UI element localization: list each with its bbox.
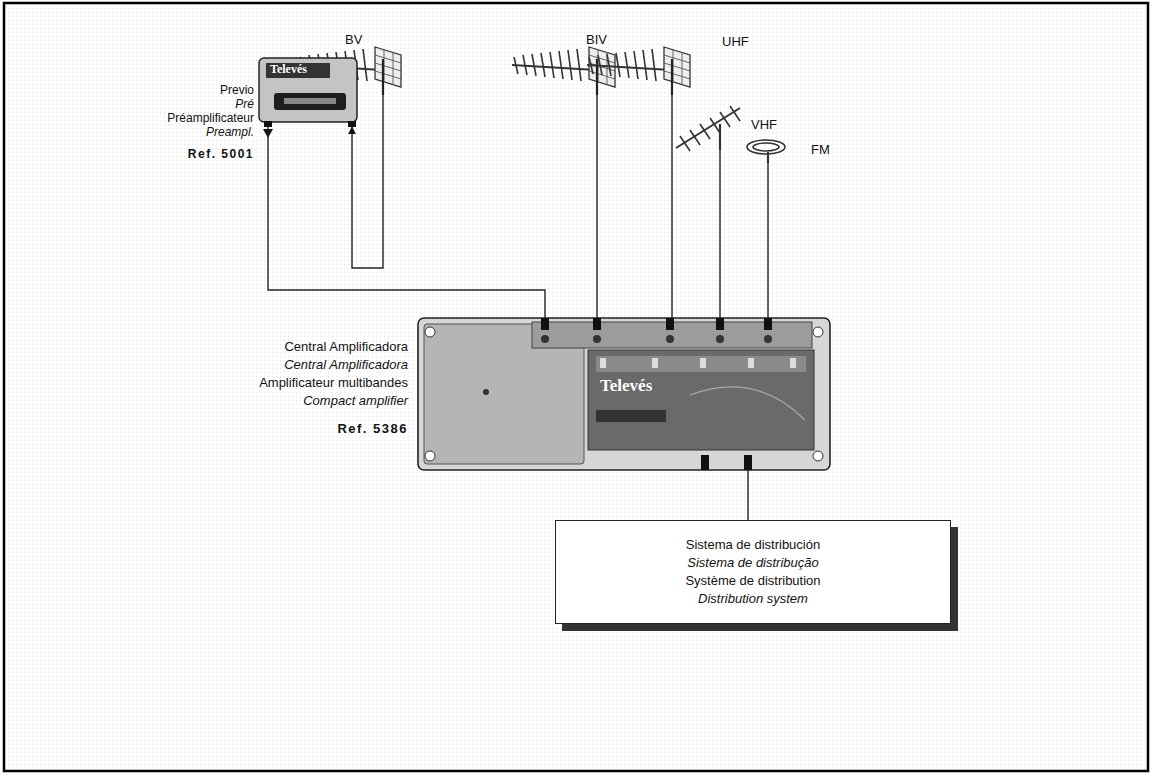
compact-amplifier — [418, 318, 830, 470]
device-name: Preampl. — [167, 125, 254, 139]
antenna-label: FM — [811, 142, 830, 157]
antenna-label: VHF — [751, 117, 777, 132]
coax-cable — [352, 95, 383, 268]
coax-cable — [596, 95, 597, 318]
brand-logo: Televés — [600, 376, 652, 396]
uhf-antenna — [587, 47, 690, 95]
reference-number: Ref. 5001 — [167, 147, 254, 161]
device-name: Previo — [167, 83, 254, 97]
reference-number: Ref. 5386 — [259, 420, 408, 438]
uhf-antenna: UHF — [615, 48, 730, 95]
coax-cable — [719, 150, 720, 318]
antenna-label: BV — [345, 32, 362, 47]
device-caption: PrevioPréPréamplificateurPreampl. Ref. 50… — [167, 83, 254, 161]
device-name: Amplificateur multibandes — [259, 374, 408, 392]
fm-antenna: FM — [745, 138, 790, 163]
device-caption: Central AmplificadoraCentral Amplificado… — [259, 338, 408, 438]
biv-antenna: BIV — [540, 48, 655, 95]
coax-cable — [268, 127, 545, 318]
vhf-antenna: VHF — [675, 105, 737, 150]
fm-antenna — [747, 140, 785, 163]
distribution-system: Sistema de distribuciónSistema de distri… — [555, 520, 951, 624]
system-name: Sistema de distribução — [572, 554, 934, 572]
biv-antenna — [512, 47, 615, 95]
system-name: Sistema de distribución — [572, 536, 934, 554]
system-name: Distribution system — [572, 590, 934, 608]
device-name: Central Amplificadora — [259, 356, 408, 374]
preamplifier-box — [259, 58, 357, 138]
coax-cable — [747, 470, 748, 520]
frame — [4, 3, 1148, 771]
bv-antenna: BV — [300, 48, 415, 95]
antenna-label: BIV — [586, 32, 607, 47]
device-name: Pré — [167, 97, 254, 111]
antenna-label: UHF — [722, 34, 749, 49]
vhf-antenna — [676, 106, 740, 151]
device-name: Préamplificateur — [167, 111, 254, 125]
brand-logo: Televés — [270, 62, 307, 77]
system-name: Système de distribution — [572, 572, 934, 590]
device-name: Compact amplifier — [259, 392, 408, 410]
coax-cable — [671, 95, 672, 318]
coax-cable — [767, 163, 768, 318]
device-name: Central Amplificadora — [259, 338, 408, 356]
